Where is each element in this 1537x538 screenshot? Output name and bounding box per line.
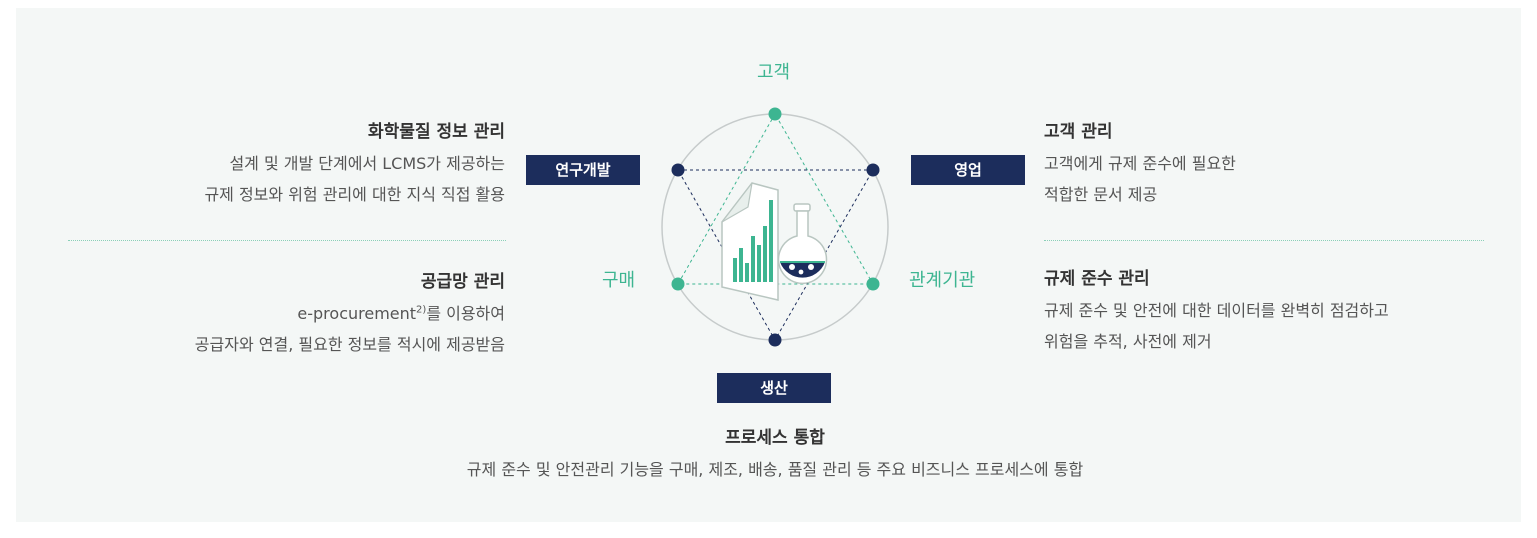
node-label-purchase: 구매 — [602, 270, 636, 291]
right-separator — [1044, 240, 1484, 241]
tag-rnd: 연구개발 — [526, 155, 640, 185]
node-regulator-dot — [866, 277, 880, 291]
node-purchase-dot — [671, 277, 685, 291]
compliance-line2: 위험을 추적, 사전에 제거 — [1044, 332, 1212, 351]
chem-info-title: 화학물질 정보 관리 — [368, 122, 505, 142]
customer-mgmt-line2: 적합한 문서 제공 — [1044, 185, 1158, 204]
process-title: 프로세스 통합 — [725, 428, 825, 448]
node-production-dot — [768, 333, 782, 347]
customer-mgmt-block: 고객 관리 고객에게 규제 준수에 필요한 적합한 문서 제공 — [1044, 117, 1484, 210]
chem-info-line2: 규제 정보와 위험 관리에 대한 지식 직접 활용 — [204, 185, 505, 204]
flask-icon — [777, 203, 828, 285]
node-customer-dot — [768, 107, 782, 121]
node-label-customer: 고객 — [757, 62, 791, 83]
supply-chain-line2: 공급자와 연결, 필요한 정보를 적시에 제공받음 — [194, 335, 505, 354]
node-label-regulator: 관계기관 — [909, 270, 976, 291]
document-chart-icon — [721, 182, 779, 301]
supply-chain-line1: e-procurement2)를 이용하여 — [297, 304, 505, 323]
tag-sales: 영업 — [911, 155, 1025, 185]
node-rnd-dot — [671, 163, 685, 177]
supply-chain-block: 공급망 관리 e-procurement2)를 이용하여 공급자와 연결, 필요… — [80, 267, 505, 360]
tag-production: 생산 — [717, 373, 831, 403]
compliance-block: 규제 준수 관리 규제 준수 및 안전에 대한 데이터를 완벽히 점검하고 위험… — [1044, 264, 1504, 357]
navy-triangle — [677, 169, 874, 342]
compliance-title: 규제 준수 관리 — [1044, 269, 1150, 289]
left-separator — [68, 240, 506, 241]
node-sales-dot — [866, 163, 880, 177]
supply-chain-title: 공급망 관리 — [420, 272, 505, 292]
customer-mgmt-line1: 고객에게 규제 준수에 필요한 — [1044, 154, 1236, 173]
process-line1: 규제 준수 및 안전관리 기능을 구매, 제조, 배송, 품질 관리 등 주요 … — [466, 460, 1084, 479]
process-block: 프로세스 통합 규제 준수 및 안전관리 기능을 구매, 제조, 배송, 품질 … — [325, 423, 1225, 485]
customer-mgmt-title: 고객 관리 — [1044, 122, 1113, 142]
chem-info-line1: 설계 및 개발 단계에서 LCMS가 제공하는 — [229, 154, 505, 173]
chem-info-block: 화학물질 정보 관리 설계 및 개발 단계에서 LCMS가 제공하는 규제 정보… — [80, 117, 505, 210]
green-triangle — [677, 112, 874, 285]
compliance-line1: 규제 준수 및 안전에 대한 데이터를 완벽히 점검하고 — [1044, 301, 1389, 320]
